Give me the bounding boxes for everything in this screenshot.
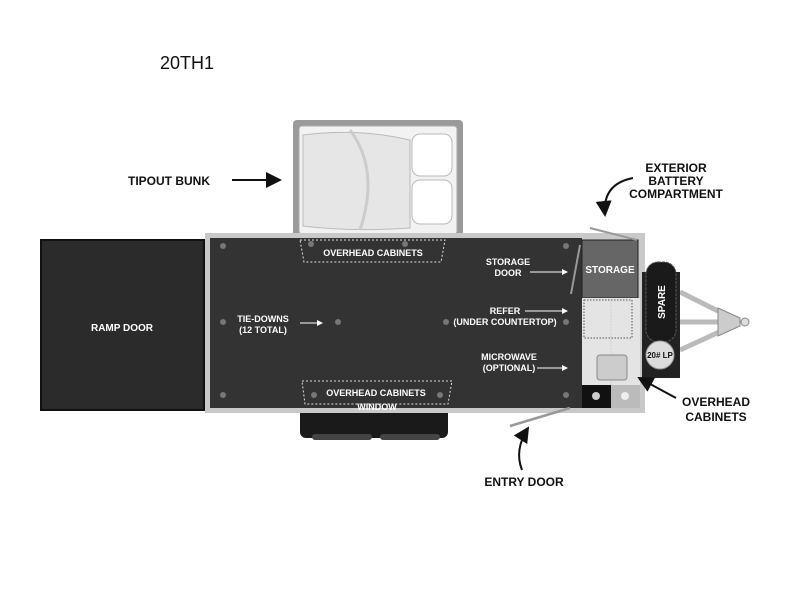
entry-door-swing	[509, 406, 571, 428]
label-text: BATTERY	[648, 174, 703, 188]
label-text: (UNDER COUNTERTOP)	[453, 317, 556, 327]
ramp-door-label: RAMP DOOR	[91, 323, 154, 334]
label-text: OVERHEAD CABINETS	[326, 388, 426, 398]
overhead-cabinets-front-label: OVERHEAD	[682, 395, 750, 409]
microwave-label: MICROWAVE	[481, 352, 537, 362]
label-text: (OPTIONAL)	[483, 363, 536, 373]
label-text: STORAGE	[585, 265, 635, 276]
label-text: OVERHEAD CABINETS	[323, 248, 423, 258]
kitchen-counter	[582, 298, 640, 408]
trailer-tongue	[678, 289, 750, 353]
label-text: DOOR	[495, 268, 523, 278]
refer-label: REFER	[490, 306, 521, 316]
storage-compartment: STORAGE	[581, 239, 639, 299]
lp-tank-label: 20# LP	[647, 351, 673, 360]
label-text: (12 TOTAL)	[239, 325, 287, 335]
window-label: WINDOW	[357, 402, 397, 412]
tipout-bunk	[293, 120, 463, 240]
spare-tire-and-lp: SPARE 20# LP	[642, 261, 680, 378]
spare-label: SPARE	[657, 285, 668, 319]
storage-door-label: STORAGE	[486, 257, 530, 267]
floorplan-title: 20TH1	[160, 53, 214, 73]
exterior-battery-label: EXTERIOR	[645, 161, 707, 175]
overhead-cabinets-top: OVERHEAD CABINETS	[299, 239, 446, 263]
label-text: CABINETS	[685, 410, 746, 424]
label-text: COMPARTMENT	[629, 187, 723, 201]
ramp-door: RAMP DOOR	[40, 239, 205, 411]
tie-downs	[220, 241, 569, 398]
cargo-area	[205, 233, 645, 413]
overhead-cabinets-bottom: OVERHEAD CABINETS WINDOW	[301, 380, 453, 412]
tipout-bunk-label: TIPOUT BUNK	[128, 174, 210, 188]
battery-compartment-door	[589, 227, 638, 241]
tie-downs-label: TIE-DOWNS	[237, 314, 289, 324]
entry-door-label: ENTRY DOOR	[484, 475, 564, 489]
sink-icon	[596, 354, 628, 381]
lp-tank-icon	[645, 340, 675, 370]
